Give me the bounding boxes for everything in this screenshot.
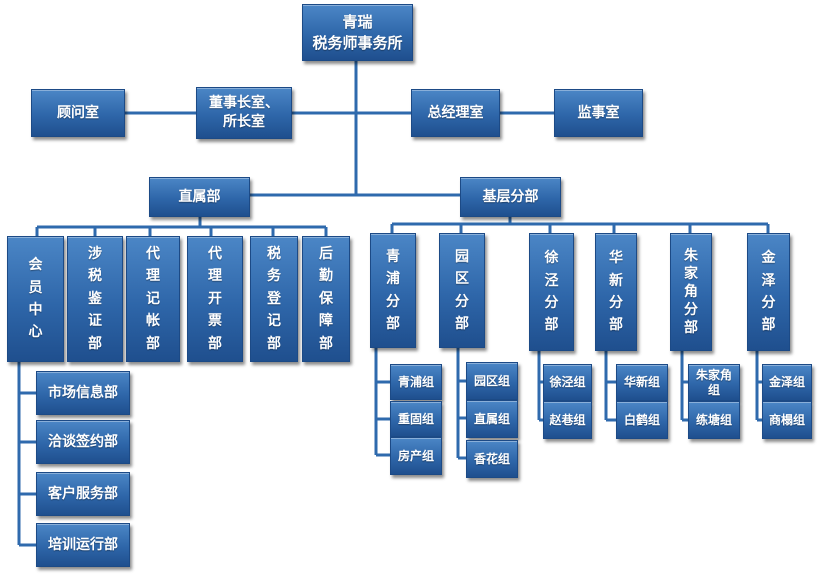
- group-huaxin: 华新组: [616, 364, 668, 401]
- group-zhujiajiao: 朱家角 组: [688, 364, 740, 401]
- branch-huaxin: 华 新 分 部: [595, 233, 637, 351]
- member-sub-market-info: 市场信息部: [36, 371, 130, 415]
- group-xujing: 徐泾组: [543, 364, 592, 401]
- group-qingpu: 青浦组: [390, 364, 442, 400]
- group-liantang: 练塘组: [688, 401, 740, 439]
- direct-dept-member-center: 会 员 中 心: [7, 236, 64, 362]
- direct-dept-bookkeeping: 代 理 记 帐 部: [126, 236, 180, 362]
- direct-dept-tax-registration: 税 务 登 记 部: [250, 236, 298, 362]
- group-yuanqu: 园区组: [466, 362, 518, 400]
- group-chonggu: 重固组: [390, 401, 442, 437]
- member-sub-customer-service: 客户服务部: [36, 472, 130, 516]
- direct-dept-invoicing: 代 理 开 票 部: [187, 236, 243, 362]
- group-baihe: 白鹤组: [616, 401, 668, 439]
- supervisor-node: 监事室: [554, 89, 643, 137]
- general-manager-node: 总经理室: [411, 89, 500, 137]
- branch-qingpu: 青 浦 分 部: [370, 233, 416, 348]
- branch-xujing: 徐 泾 分 部: [529, 233, 574, 351]
- group-zhaoxiang: 赵巷组: [543, 401, 592, 439]
- chairman-node: 董事长室、 所长室: [196, 87, 292, 139]
- member-sub-negotiation: 洽谈签约部: [36, 420, 130, 464]
- direct-dept-tax-assurance: 涉 税 鉴 证 部: [67, 236, 123, 362]
- group-jinze: 金泽组: [762, 364, 812, 401]
- branch-yuanqu: 园 区 分 部: [439, 233, 485, 348]
- root-node: 青瑞 税务师事务所: [302, 4, 413, 61]
- branch-zhujiajiao: 朱 家 角 分 部: [670, 233, 712, 351]
- direct-dept-node: 直属部: [149, 177, 250, 217]
- direct-dept-logistics: 后 勤 保 障 部: [302, 236, 350, 362]
- advisor-node: 顾问室: [31, 89, 125, 137]
- group-fangchan: 房产组: [390, 437, 442, 475]
- group-zhishu: 直属组: [466, 400, 518, 438]
- group-shangta: 商榻组: [762, 401, 812, 439]
- member-sub-training: 培训运行部: [36, 523, 130, 567]
- branch-jinze: 金 泽 分 部: [747, 233, 790, 351]
- group-xianghua: 香花组: [466, 440, 518, 478]
- branch-root-node: 基层分部: [460, 177, 561, 217]
